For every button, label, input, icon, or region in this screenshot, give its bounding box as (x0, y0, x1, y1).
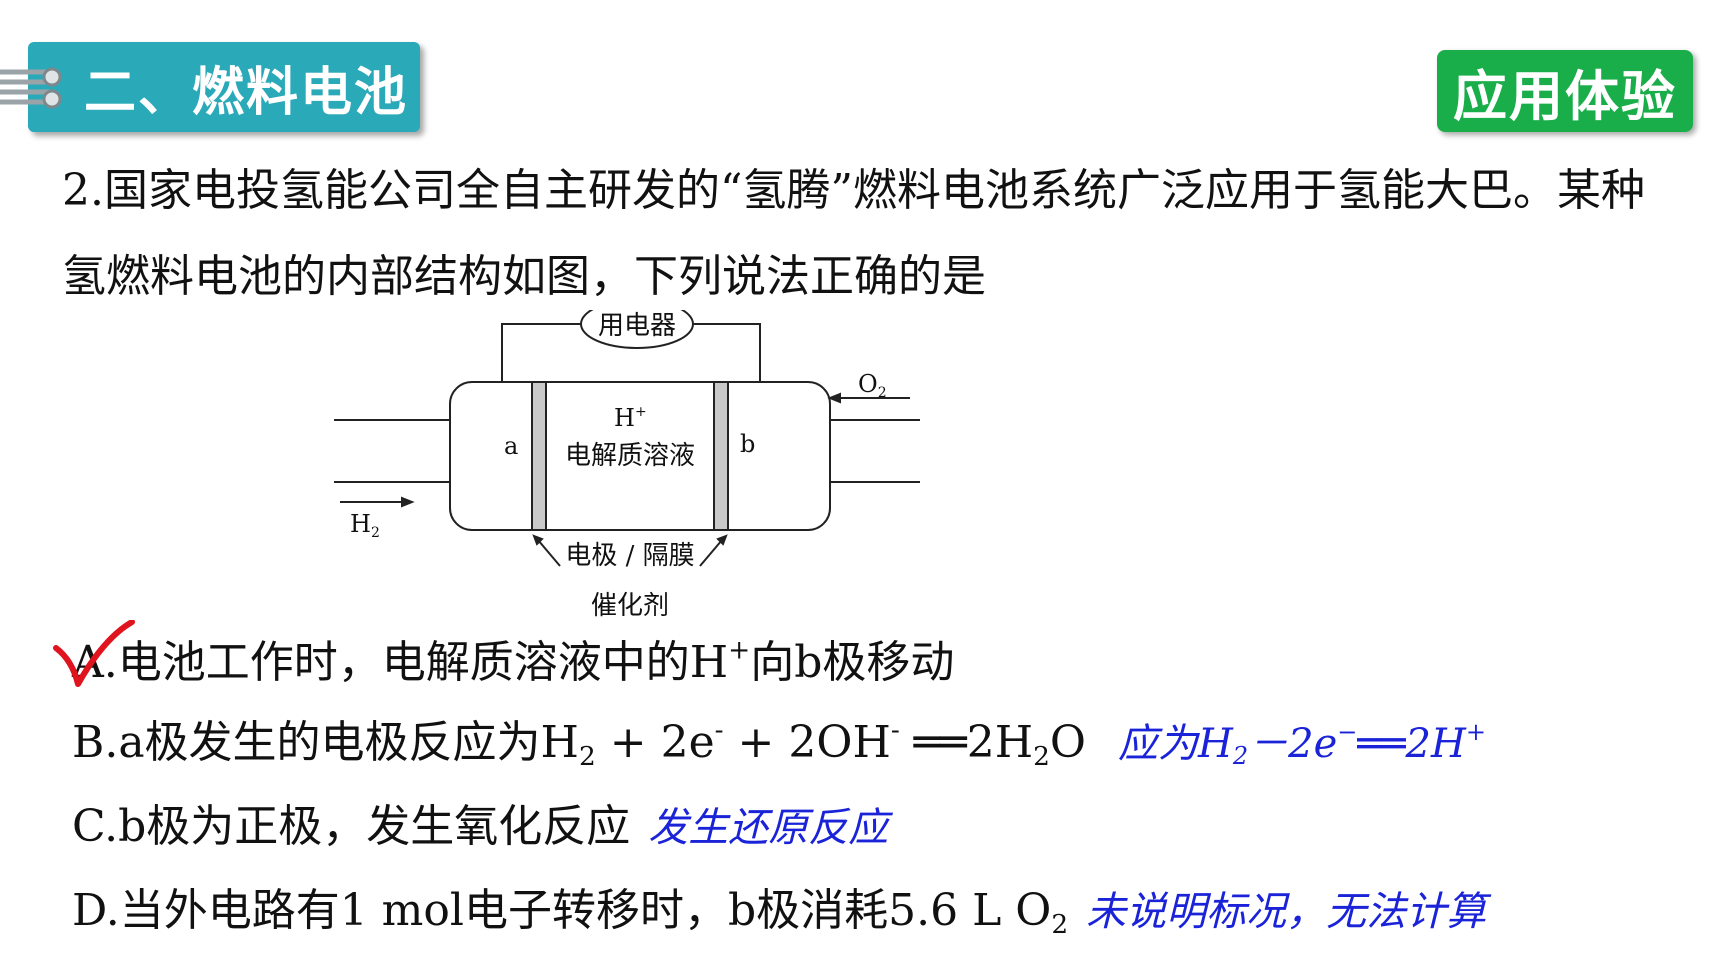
ion-label: H+ (614, 404, 647, 432)
option-c-note: 发生还原反应 (648, 805, 889, 851)
device-label: 用电器 (598, 311, 676, 341)
section-title: 二、燃料电池 (84, 62, 409, 123)
fuel-cell-diagram: 用电器 O2 H2 H+ 电解质溶液 a b 电极 / 隔膜 催化剂 (334, 310, 920, 621)
electrolyte-label: 电解质溶液 (565, 441, 695, 471)
check-mark-icon (53, 620, 135, 687)
section-header: 二、燃料电池 (28, 42, 420, 132)
electrode-b-label: b (740, 430, 755, 458)
h2-label: H2 (350, 510, 380, 541)
load-ellipse (580, 310, 694, 349)
option-d-note: 未说明标况，无法计算 (1086, 889, 1487, 935)
option-b-note: 应为H2－2e−══2H+ (1117, 718, 1486, 771)
electrode-a-label: a (504, 432, 518, 460)
o2-label: O2 (858, 370, 887, 401)
electrode-b-plate (713, 381, 729, 531)
option-c: C.b极为正极，发生氧化反应发生还原反应 (72, 801, 889, 852)
membrane-label: 电极 / 隔膜 (565, 541, 694, 571)
question-stem: 2.国家电投氢能公司全自主研发的“氢腾”燃料电池系统广泛应用于氢能大巴。某种氢燃… (62, 165, 1645, 302)
electrode-a-plate (531, 381, 547, 531)
binder-rings-icon (0, 67, 62, 109)
option-a: A.电池工作时，电解质溶液中的H+向b极移动 (72, 634, 955, 688)
application-badge: 应用体验 (1437, 50, 1693, 132)
option-b: B.a极发生的电极反应为H2 + 2e- + 2OH- ══2H2O 应为H2－… (72, 714, 1486, 772)
catalyst-label: 催化剂 (591, 591, 669, 621)
